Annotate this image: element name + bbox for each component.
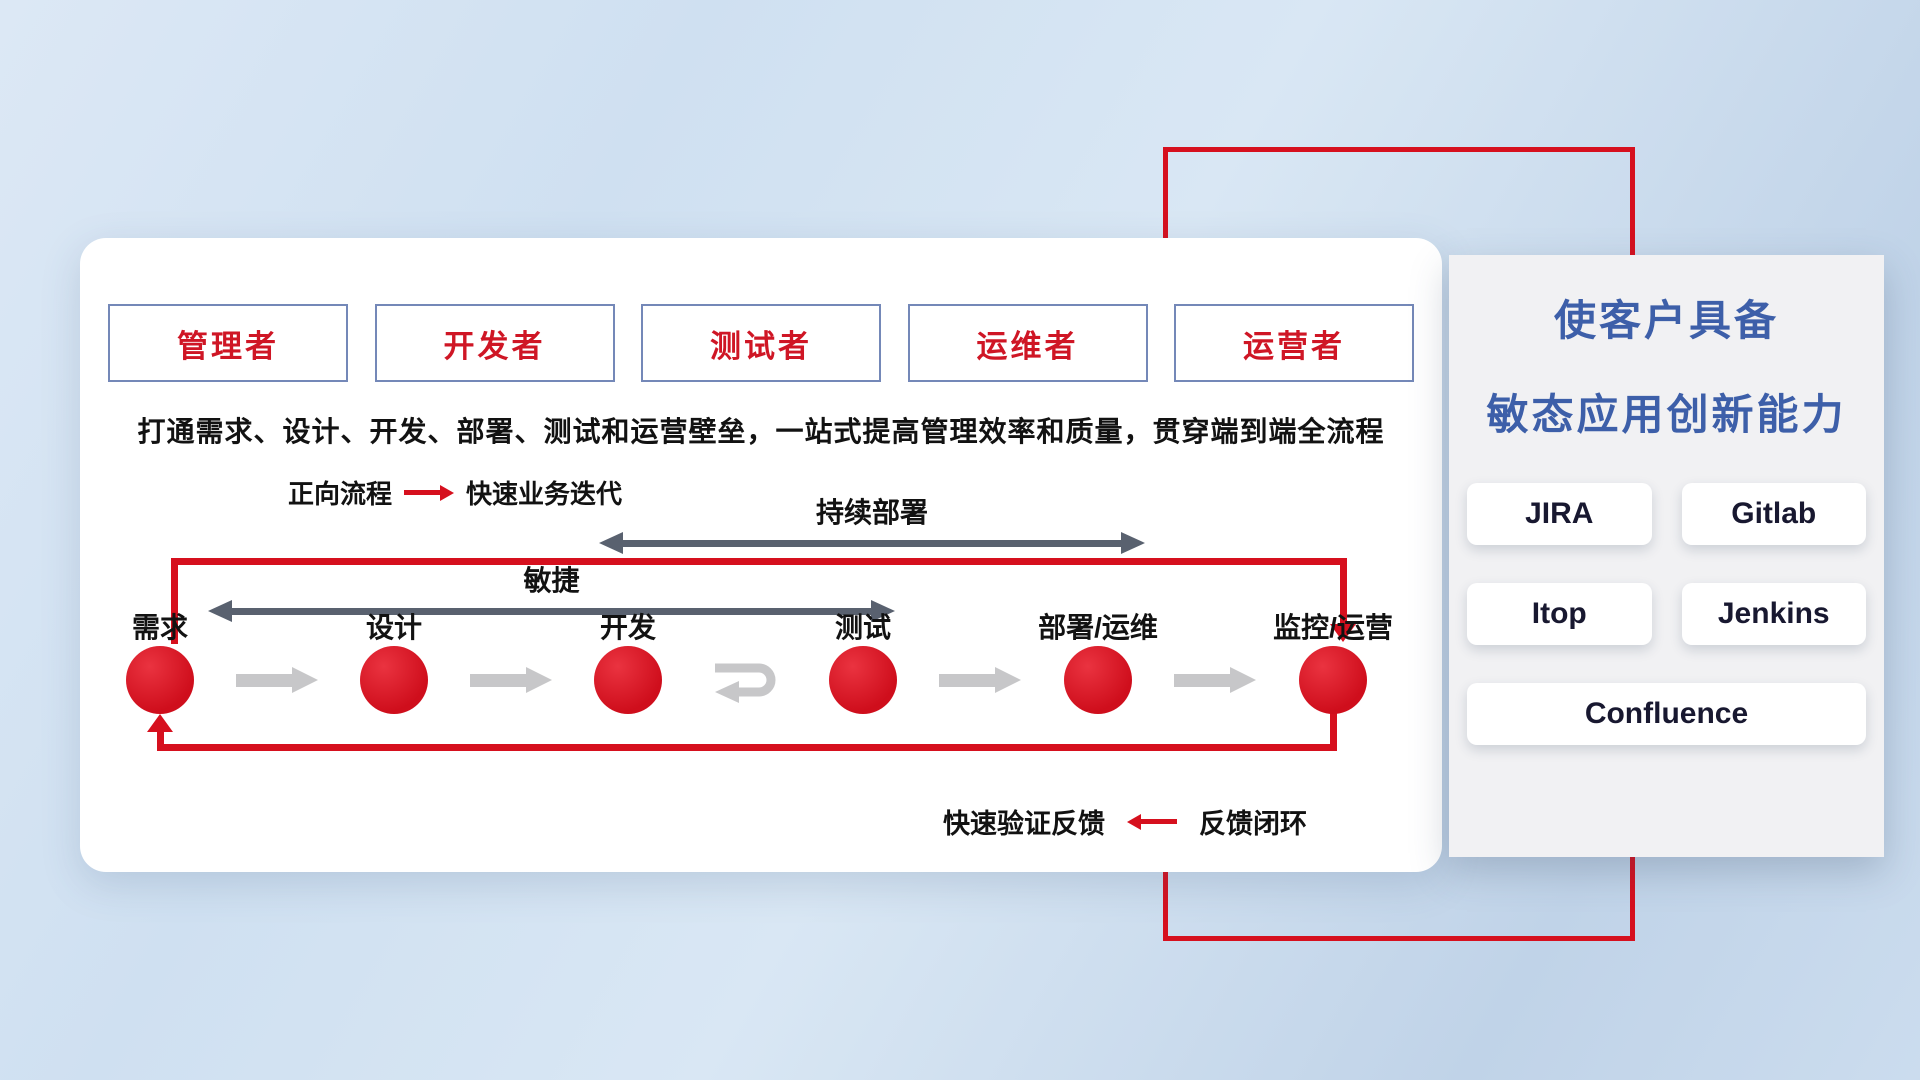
stage-node-monitor-operate: 监控/运营 xyxy=(1253,612,1413,714)
arrow-head-left xyxy=(208,600,232,622)
role-box-developer: 开发者 xyxy=(374,304,615,382)
stage-circle-icon xyxy=(829,646,897,714)
feedback-legend: 快速验证反馈 反馈闭环 xyxy=(943,802,1307,841)
stage-circle-icon xyxy=(360,646,428,714)
stage-node-development: 开发 xyxy=(548,612,708,714)
arrow-head-right xyxy=(1121,532,1145,554)
stage-label: 需求 xyxy=(131,612,188,643)
arrow-bar xyxy=(1174,673,1230,687)
arrow-head xyxy=(1230,667,1256,693)
forward-loop-top-line xyxy=(171,558,1347,565)
feedback-loop-right-line xyxy=(1330,712,1337,748)
arrow-head xyxy=(440,484,455,501)
arrow-head xyxy=(1127,813,1141,830)
stage-node-requirements: 需求 xyxy=(80,612,240,714)
forward-arrow-icon xyxy=(404,484,455,501)
stage-circle-icon xyxy=(594,646,662,714)
forward-loop-right-line xyxy=(1340,558,1347,628)
capability-panel: 使客户具备 敏态应用创新能力 JIRA Gitlab Itop Jenkins … xyxy=(1449,255,1884,857)
tool-chip-gitlab: Gitlab xyxy=(1681,483,1866,545)
feedback-loop-arrowhead-icon xyxy=(147,714,173,732)
arrow-head xyxy=(292,667,318,693)
stage-node-design: 设计 xyxy=(314,612,474,714)
stage-circle-icon xyxy=(1299,646,1367,714)
stage-label: 部署/运维 xyxy=(1038,612,1158,643)
role-box-tester: 测试者 xyxy=(641,304,881,382)
arrow-head xyxy=(995,667,1021,693)
forward-loop-left-line xyxy=(171,558,178,644)
flow-arrow-icon xyxy=(470,667,552,693)
stage-node-deploy-ops: 部署/运维 xyxy=(1018,612,1178,714)
agile-label: 敏捷 xyxy=(523,565,580,596)
arrow-head-right xyxy=(871,600,895,622)
arrow-bar xyxy=(232,607,871,615)
forward-legend-value: 快速业务迭代 xyxy=(466,479,623,509)
feedback-loop-bottom-line xyxy=(157,744,1337,751)
arrow-bar xyxy=(404,490,441,495)
flow-arrow-icon xyxy=(939,667,1021,693)
role-label-operator: 运营者 xyxy=(1243,328,1345,364)
continuous-deploy-span: 持续部署 xyxy=(599,498,1145,554)
arrow-bar xyxy=(939,673,995,687)
arrow-bar xyxy=(236,673,292,687)
role-label-manager: 管理者 xyxy=(177,328,279,364)
role-label-tester: 测试者 xyxy=(710,328,812,364)
stage-label: 开发 xyxy=(599,612,656,643)
flow-arrow-icon xyxy=(1174,667,1256,693)
iteration-loop-icon xyxy=(703,656,787,709)
arrow-bar xyxy=(1141,819,1177,824)
arrow-bar xyxy=(623,539,1121,547)
double-arrow-icon xyxy=(599,532,1145,554)
stage-circle-icon xyxy=(1064,646,1132,714)
tools-grid: JIRA Gitlab Itop Jenkins Confluence xyxy=(1467,483,1866,745)
arrow-head-left xyxy=(599,532,623,554)
feedback-legend-value: 反馈闭环 xyxy=(1199,809,1307,839)
forward-legend-label: 正向流程 xyxy=(288,479,393,509)
roles-row: 管理者 开发者 测试者 运维者 运营者 xyxy=(108,304,1414,382)
stage-label: 设计 xyxy=(365,612,422,643)
feedback-legend-label: 快速验证反馈 xyxy=(943,809,1105,839)
tool-chip-confluence: Confluence xyxy=(1467,683,1866,745)
role-box-ops: 运维者 xyxy=(907,304,1148,382)
stage-label: 监控/运营 xyxy=(1273,612,1393,643)
tool-chip-jira: JIRA xyxy=(1467,483,1652,545)
role-box-manager: 管理者 xyxy=(108,304,348,382)
feedback-arrow-icon xyxy=(1127,813,1177,830)
panel-title-line1: 使客户具备 xyxy=(1553,297,1779,344)
double-arrow-icon xyxy=(208,600,895,622)
description-text: 打通需求、设计、开发、部署、测试和运营壁垒，一站式提高管理效率和质量，贯穿端到端… xyxy=(137,416,1385,447)
panel-title-line2: 敏态应用创新能力 xyxy=(1486,391,1847,438)
flow-arrow-icon xyxy=(236,667,318,693)
role-label-ops: 运维者 xyxy=(976,328,1079,364)
role-box-operator: 运营者 xyxy=(1174,304,1414,382)
tool-chip-jenkins: Jenkins xyxy=(1681,583,1866,645)
forward-loop-arrowhead-icon xyxy=(1330,624,1356,642)
forward-legend: 正向流程 快速业务迭代 xyxy=(288,474,622,511)
continuous-deploy-label: 持续部署 xyxy=(815,497,928,528)
stage-circle-icon xyxy=(126,646,194,714)
agile-span: 敏捷 xyxy=(208,566,895,622)
stage-label: 测试 xyxy=(834,612,891,643)
arrow-head xyxy=(526,667,552,693)
role-label-developer: 开发者 xyxy=(443,328,546,364)
devops-process-card: 管理者 开发者 测试者 运维者 运营者 打通需求、设计、开发、部署、测试和运营壁… xyxy=(80,238,1442,872)
tool-chip-itop: Itop xyxy=(1467,583,1652,645)
feedback-loop-left-line xyxy=(157,730,164,750)
arrow-bar xyxy=(470,673,526,687)
stage-node-testing: 测试 xyxy=(783,612,943,714)
